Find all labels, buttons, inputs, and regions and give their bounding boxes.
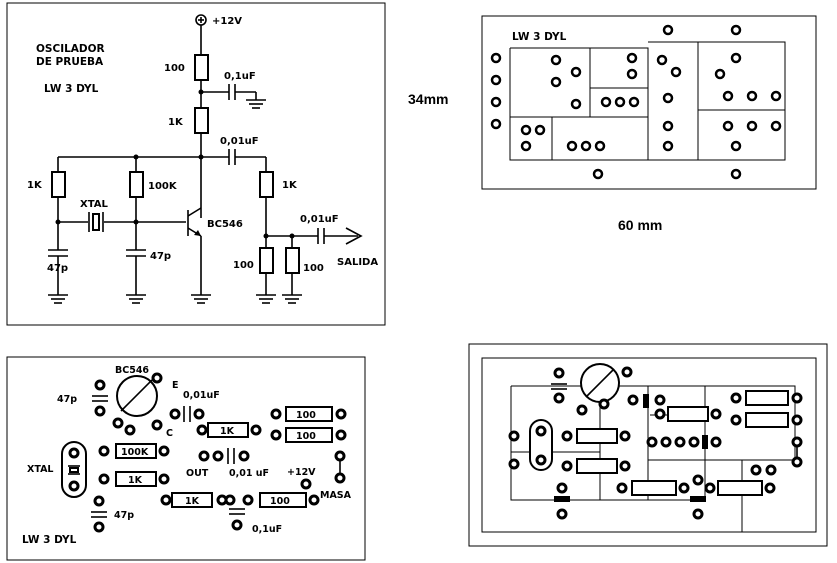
r1k-a-layout-label: 1K [128, 475, 143, 486]
pcb-trace-layout: LW 3 DYL 34mm 60 mm [408, 15, 817, 233]
out-label: OUT [186, 468, 209, 479]
c-coupling-label: 0,01uF [220, 136, 259, 147]
resistor-100-out1 [259, 247, 274, 274]
resistor-100-top [194, 54, 209, 81]
pcb-label: LW 3 DYL [512, 31, 567, 43]
supply-layout-label: +12V [287, 467, 316, 478]
r-out2-label: 100 [303, 263, 324, 274]
c-decouple-label: 0,1uF [224, 71, 256, 82]
c47p-top-label: 47p [57, 394, 77, 405]
resistor-1k-collector [194, 107, 209, 134]
r-right-label: 1K [282, 180, 298, 191]
r100-a-layout-label: 100 [296, 410, 316, 421]
schematic-panel: OSCILADOR DE PRUEBA LW 3 DYL +12V 100 0,… [6, 2, 386, 326]
r1k-c-layout-label: 1K [185, 496, 200, 507]
c-out-label: 0,01uF [300, 214, 339, 225]
collector-label: C [166, 428, 173, 439]
crystal-label: XTAL [80, 199, 108, 210]
overlay-layout [468, 343, 828, 547]
c001-mid-label: 0,01 uF [229, 468, 269, 479]
cap-mid-label: 47p [150, 251, 171, 262]
resistor-100k-base [129, 171, 144, 198]
schematic-title-line2: DE PRUEBA [36, 56, 104, 68]
emitter-label: E [172, 380, 179, 391]
crystal-layout-label: XTAL [27, 464, 53, 475]
pcb-copper-outlines [509, 41, 786, 161]
c47p-bottom-label: 47p [114, 510, 134, 521]
resistor-100-out2 [285, 247, 300, 274]
component-layout-label: LW 3 DYL [22, 534, 77, 546]
r-base-label: 100K [148, 181, 178, 192]
r-collector-label: 1K [168, 117, 184, 128]
c001-top-label: 0,01uF [183, 390, 220, 401]
crystal-symbol [92, 213, 100, 231]
transistor-layout-label: BC546 [115, 365, 149, 376]
output-label: SALIDA [337, 257, 378, 268]
resistor-1k-right [259, 171, 274, 198]
c01-layout-label: 0,1uF [252, 524, 282, 535]
r100k-layout-label: 100K [121, 447, 149, 458]
cap-left-label: 47p [47, 263, 68, 274]
r100-b-layout-label: 100 [296, 431, 316, 442]
supply-label: +12V [212, 16, 242, 27]
pcb-pads [490, 24, 782, 180]
component-layout-frame [6, 356, 366, 561]
transistor-label: BC546 [207, 219, 243, 230]
r100-c-layout-label: 100 [270, 496, 290, 507]
schematic-title-line1: OSCILADOR [36, 43, 105, 55]
r-bias-left-label: 1K [27, 180, 43, 191]
r1k-b-layout-label: 1K [220, 426, 235, 437]
output-arrow-icon [345, 227, 363, 245]
pcb-height-label: 34mm [408, 91, 448, 107]
component-layout: LW 3 DYL BC546 E C 47p 47p XTAL 0,01uF 1… [6, 356, 366, 561]
pcb-width-label: 60 mm [618, 217, 662, 233]
ground-layout-label: MASA [320, 490, 352, 501]
resistor-1k-bias-left [51, 171, 66, 198]
r-out1-label: 100 [233, 260, 254, 271]
schematic-model: LW 3 DYL [44, 83, 99, 95]
r-top-label: 100 [164, 63, 185, 74]
overlay-crystal [529, 419, 553, 471]
